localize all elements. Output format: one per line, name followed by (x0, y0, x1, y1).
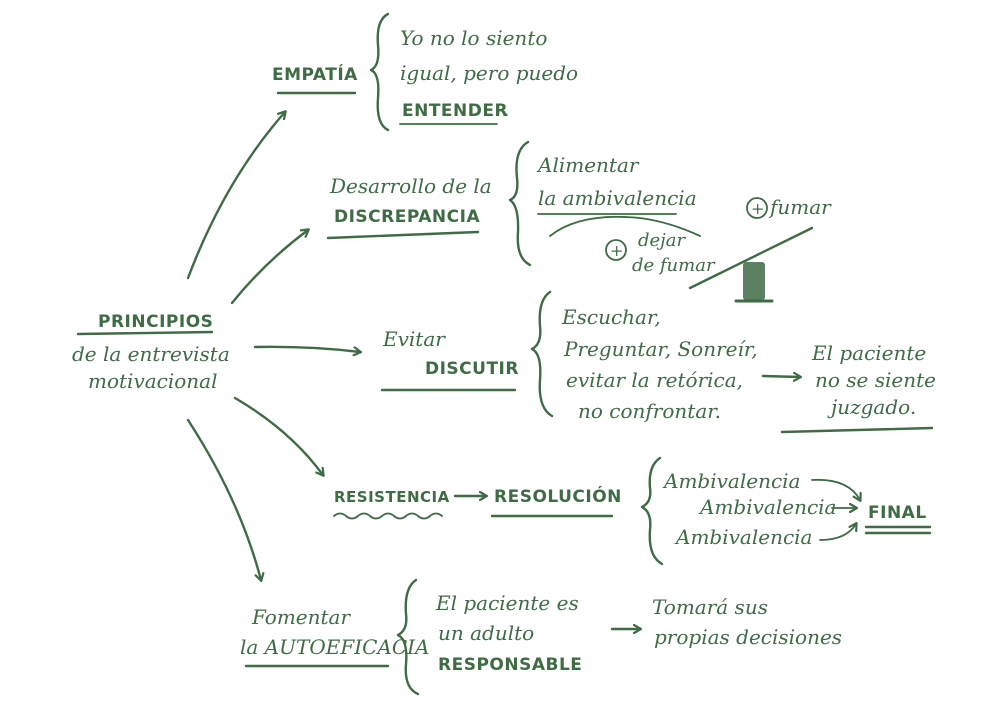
seesaw-beam (688, 226, 814, 290)
empatia-line3: ENTENDER (402, 101, 508, 121)
autoeficacia-note2: un adulto (438, 621, 534, 645)
autoeficacia-note1: El paciente es (435, 591, 579, 615)
empatia-title: EMPATÍA (272, 63, 358, 85)
discrepancia-branch: Desarrollo de la DISCREPANCIA Alimentar … (326, 140, 832, 303)
discrepancia-line2: DISCREPANCIA (334, 207, 480, 227)
empatia-line1: Yo no lo siento (400, 26, 547, 50)
arrow-to-discrepancia (230, 230, 308, 305)
autoeficacia-result2: propias decisiones (654, 625, 842, 649)
plus-dejar-symbol: + (610, 241, 623, 260)
plus-fumar-circle-icon (746, 197, 768, 219)
center-underline (76, 330, 214, 336)
arrow-to-juzgado (761, 376, 800, 377)
discrepancia-note2: la ambivalencia (538, 186, 697, 210)
discutir-item2: Preguntar, Sonreír, (563, 337, 758, 361)
autoeficacia-result1: Tomará sus (652, 595, 768, 619)
discutir-item4: no confrontar. (578, 399, 721, 423)
arrow-to-discutir (253, 345, 360, 352)
discrepancia-note1: Alimentar (536, 153, 640, 177)
discutir-result3: juzgado. (827, 395, 916, 419)
plus-fumar-symbol: + (751, 199, 764, 218)
discrepancia-line1: Desarrollo de la (329, 174, 492, 198)
discutir-result1: El paciente (811, 341, 926, 365)
discutir-line1: Evitar (382, 327, 446, 351)
center-line3: motivacional (88, 369, 218, 393)
seesaw-fulcrum (743, 262, 765, 300)
discutir-item3: evitar la retórica, (566, 368, 743, 392)
amb3: Ambivalencia (674, 525, 812, 549)
autoeficacia-brace (396, 578, 420, 696)
autoeficacia-note3: RESPONSABLE (438, 655, 582, 675)
center-node: PRINCIPIOS de la entrevista motivacional (72, 312, 230, 393)
autoeficacia-branch: Fomentar la AUTOEFICACIA El paciente es … (240, 578, 842, 696)
empatia-branch: EMPATÍA Yo no lo siento igual, pero pued… (272, 12, 578, 132)
empatia-brace (369, 12, 390, 132)
discrepancia-brace (508, 140, 532, 267)
resistencia-to: RESOLUCIÓN (494, 485, 622, 507)
discutir-brace (530, 290, 554, 418)
empatia-dot: . (503, 97, 509, 121)
resistencia-branch: RESISTENCIA RESOLUCIÓN Ambivalencia Ambi… (333, 456, 932, 566)
discutir-result2: no se siente (815, 368, 936, 392)
plus-dejar-circle-icon (605, 239, 627, 261)
discutir-item1: Escuchar, (561, 305, 661, 329)
amb2: Ambivalencia (698, 495, 836, 519)
autoeficacia-line1: Fomentar (251, 605, 351, 629)
seesaw-illustration (688, 226, 814, 303)
autoeficacia-line2: la AUTOEFICACIA (240, 635, 429, 659)
discutir-branch: Evitar DISCUTIR Escuchar, Preguntar, Son… (380, 290, 936, 434)
amb1-arrow (811, 478, 860, 500)
arrow-to-autoeficacia (186, 418, 261, 580)
plus-fumar: + fumar (746, 195, 832, 219)
resistencia-from: RESISTENCIA (334, 488, 450, 506)
arrow-to-empatia (186, 112, 285, 280)
plus-fumar-label: fumar (768, 195, 832, 219)
center-title: PRINCIPIOS (98, 312, 213, 332)
final-label: FINAL (868, 503, 927, 523)
discrepancia-underline (326, 230, 480, 240)
ambivalencia-swoosh (549, 215, 701, 237)
amb3-arrow (819, 524, 856, 541)
empatia-line2: igual, pero puedo (400, 61, 578, 85)
plus-dejar: + dejar de fumar (605, 230, 716, 276)
juzgado-underline (780, 426, 934, 434)
amb1: Ambivalencia (662, 469, 800, 493)
plus-dejar-line1: dejar (638, 230, 686, 251)
resistencia-wavy-underline (333, 512, 443, 520)
resistencia-brace (640, 456, 664, 566)
discutir-line2: DISCUTIR (425, 359, 519, 379)
center-line2: de la entrevista (72, 342, 230, 366)
plus-dejar-line2: de fumar (632, 255, 716, 276)
arrow-to-resistencia (233, 396, 323, 475)
